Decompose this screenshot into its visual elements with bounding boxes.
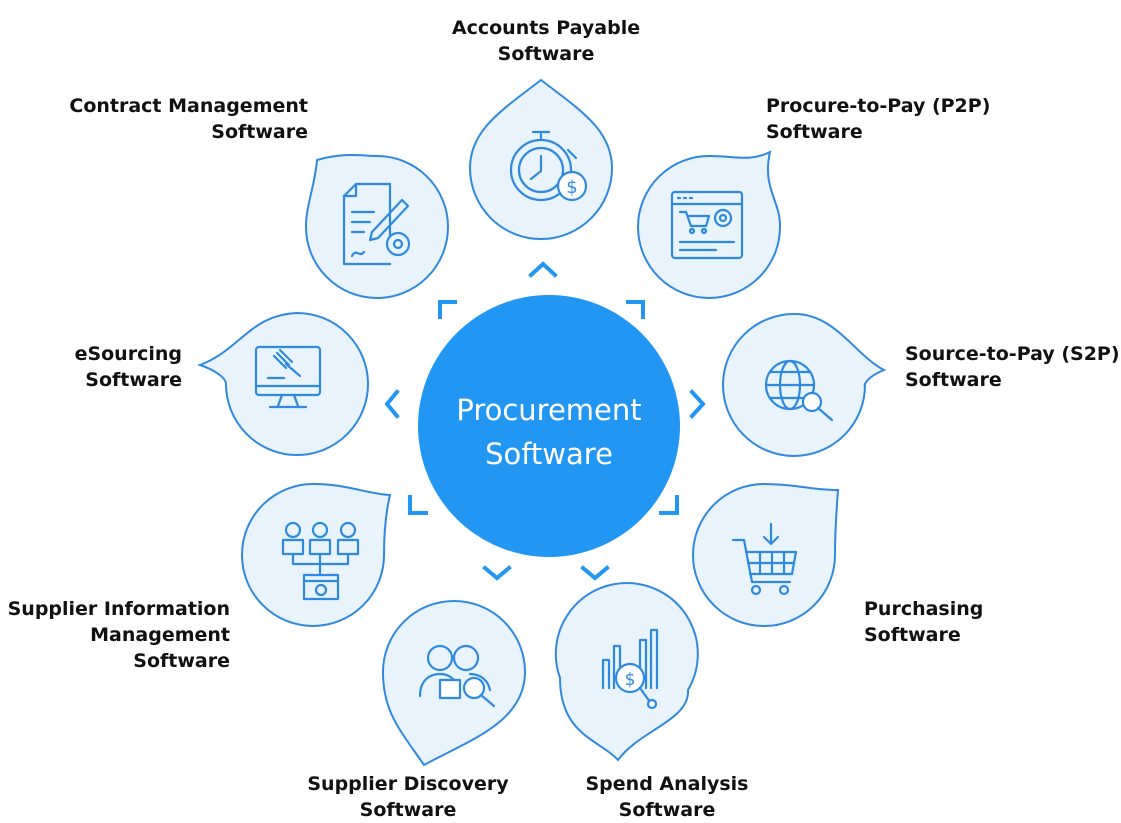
chevron-left-icon	[384, 389, 400, 419]
label-supplier-discovery: Supplier Discovery Software	[307, 773, 509, 821]
cart-download-icon	[731, 522, 798, 596]
center-label-line2: Software	[485, 437, 613, 471]
label-spend-analysis: Spend Analysis Software	[585, 773, 749, 821]
chevron-up-icon	[528, 261, 558, 278]
drop-shape	[637, 150, 782, 299]
chevron-up-left-icon	[438, 300, 457, 319]
label-esourcing: eSourcing Software	[74, 343, 182, 391]
chevron-down-icon-1	[482, 565, 512, 581]
center-label-line1: Procurement	[456, 393, 642, 427]
chevron-down-left-icon-1	[408, 495, 428, 515]
chevron-down-right-icon-1	[659, 495, 679, 515]
node-supplier-discovery	[381, 600, 527, 767]
label-source-to-pay: Source-to-Pay (S2P) Software	[905, 343, 1120, 391]
browser-cart-gear-icon	[670, 190, 744, 260]
node-contract-management	[304, 154, 449, 299]
chart-dollar-search-icon: $	[601, 628, 659, 710]
contract-pen-gear-icon	[342, 182, 411, 266]
node-supplier-information	[241, 482, 392, 627]
chevron-up-right-icon	[626, 300, 645, 319]
label-purchasing: Purchasing Software	[864, 598, 984, 646]
node-spend-analysis: $	[554, 582, 699, 762]
node-source-to-pay	[722, 312, 887, 457]
label-supplier-information: Supplier Information Management Software	[7, 598, 230, 672]
node-purchasing	[692, 482, 840, 627]
drop-shape	[197, 311, 369, 456]
drop-shape	[692, 482, 840, 627]
label-contract-management: Contract Management Software	[69, 95, 308, 143]
chevron-down-icon-2	[580, 565, 610, 581]
label-procure-to-pay: Procure-to-Pay (P2P) Software	[766, 95, 991, 143]
center-label: Procurement Software	[418, 388, 680, 476]
chevrons	[384, 261, 706, 581]
node-accounts-payable: $	[468, 78, 614, 240]
node-procure-to-pay	[637, 150, 782, 299]
users-search-icon	[418, 644, 496, 708]
label-accounts-payable: Accounts Payable Software	[451, 17, 641, 65]
suppliers-network-icon	[281, 521, 360, 601]
stopwatch-dollar-icon: $	[509, 130, 588, 202]
svg-text:$: $	[625, 670, 636, 690]
svg-text:$: $	[566, 177, 577, 198]
monitor-gavel-icon	[254, 345, 322, 409]
chevron-right-icon	[689, 389, 706, 419]
center-circle	[418, 295, 680, 557]
globe-search-icon	[764, 359, 834, 422]
node-esourcing	[197, 311, 369, 456]
